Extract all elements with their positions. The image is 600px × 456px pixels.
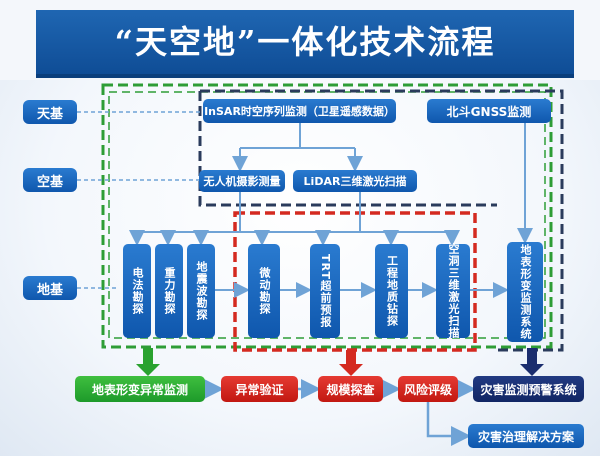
microseismic-survey-box: 微动勘探 <box>248 244 280 338</box>
trt-forecast-box: TRT超前预报 <box>310 244 340 338</box>
level-label-diji: 地基 <box>23 276 77 300</box>
insar-monitoring-box: InSAR时空序列监测（卫星遥感数据） <box>203 99 396 123</box>
anomaly-verify-box: 异常验证 <box>221 376 298 402</box>
surface-anomaly-monitor-box: 地表形变异常监测 <box>75 376 205 402</box>
beidou-gnss-box: 北斗GNSS监测 <box>427 99 551 123</box>
geological-drilling-box: 工程地质钻探 <box>375 244 408 338</box>
lidar-scan-box: LiDAR三维激光扫描 <box>293 170 417 192</box>
page-title: “天空地”一体化技术流程 <box>114 23 496 61</box>
green-down-arrow <box>136 348 160 376</box>
warning-system-box: 灾害监测预警系统 <box>473 376 584 402</box>
space-air-frame-green <box>101 83 553 349</box>
electric-survey-box: 电法勘探 <box>123 244 151 338</box>
uav-photogrammetry-box: 无人机摄影测量 <box>199 170 285 192</box>
scale-probe-box: 规模探查 <box>318 376 383 402</box>
cavity-laser-scan-box: 空洞三维激光扫描 <box>436 243 470 339</box>
level-label-kongji: 空基 <box>23 168 77 192</box>
red-down-arrow <box>339 350 363 376</box>
surface-monitor-system-box: 地表形变监测系统 <box>507 242 543 342</box>
navy-down-arrow <box>520 348 544 376</box>
level-label-tianji: 天基 <box>23 100 77 124</box>
seismic-survey-box: 地震波勘探 <box>187 244 215 338</box>
space-air-frame-green-inner <box>108 91 546 339</box>
title-background <box>36 10 574 78</box>
risk-evaluation-box: 风险评级 <box>398 376 458 402</box>
disaster-solution-box: 灾害治理解决方案 <box>468 424 584 448</box>
gravity-survey-box: 重力勘探 <box>155 244 183 338</box>
